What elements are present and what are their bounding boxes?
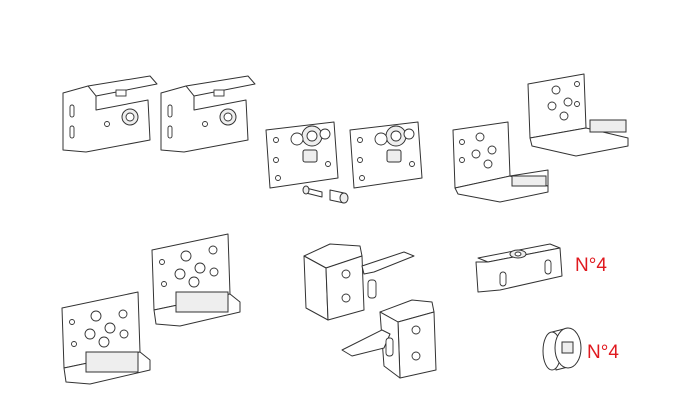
roller-wheel	[542, 327, 582, 371]
door-clip-2	[341, 299, 437, 379]
u-bracket-1	[452, 121, 549, 203]
plate-bracket-1	[61, 291, 151, 385]
roller-plate-2	[349, 121, 423, 189]
door-clip-1	[303, 243, 415, 321]
screw-and-spacer	[302, 185, 349, 204]
trolley	[475, 243, 563, 293]
trolley-quantity-label: N°4	[575, 255, 607, 276]
plate-bracket-2	[151, 233, 241, 327]
roller-plate-1	[265, 121, 339, 189]
bracket-left-1	[62, 75, 158, 153]
u-bracket-2	[527, 73, 629, 157]
bracket-left-2	[160, 75, 256, 153]
roller-quantity-label: N°4	[587, 342, 619, 363]
